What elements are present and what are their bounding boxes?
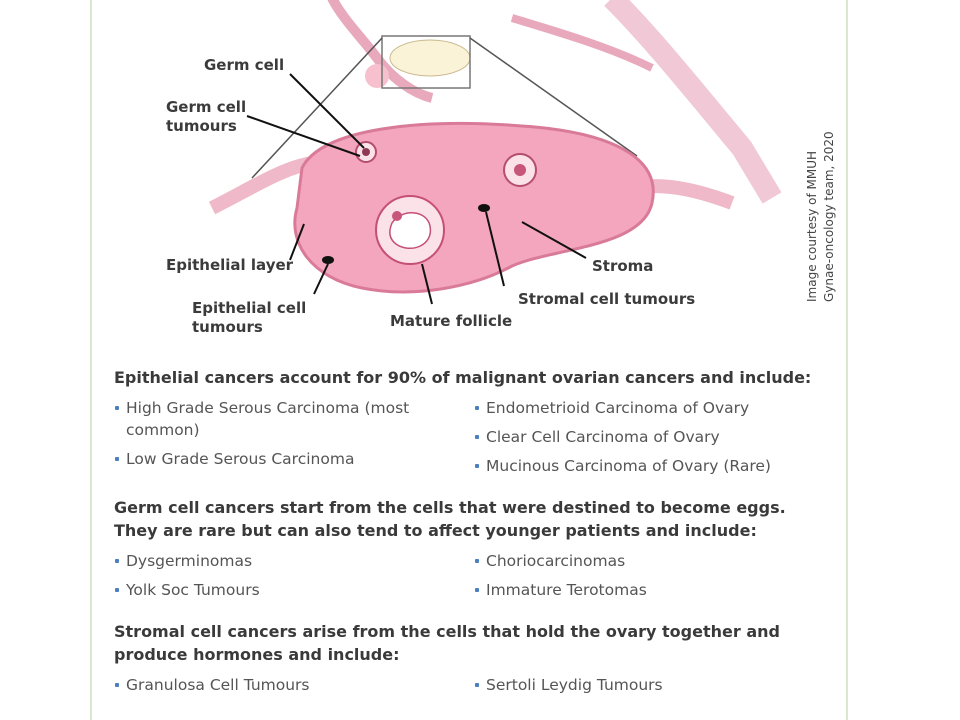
content-panel: Germ cell Germ cell tumours Epithelial l… — [90, 0, 848, 720]
list-item: Clear Cell Carcinoma of Ovary — [474, 426, 834, 448]
list-columns: High Grade Serous Carcinoma (most common… — [114, 397, 834, 484]
list-item: Low Grade Serous Carcinoma — [114, 448, 474, 470]
fimbriae — [365, 64, 389, 88]
ovary-diagram: Germ cell Germ cell tumours Epithelial l… — [92, 0, 850, 348]
cancer-types-text: Epithelial cancers account for 90% of ma… — [114, 366, 834, 715]
image-credit: Image courtesy of MMUH Gynae-oncology te… — [804, 62, 840, 302]
list-item: Endometrioid Carcinoma of Ovary — [474, 397, 834, 419]
list-item: Dysgerminomas — [114, 550, 474, 572]
list-column-left: High Grade Serous Carcinoma (most common… — [114, 397, 474, 484]
credit-line-1: Image courtesy of MMUH — [805, 150, 819, 302]
list-item: High Grade Serous Carcinoma (most common… — [114, 397, 474, 441]
list-item: Mucinous Carcinoma of Ovary (Rare) — [474, 455, 834, 477]
label-epithelial-cell-tumours: Epithelial cell tumours — [192, 299, 307, 336]
ligament — [510, 14, 654, 72]
label-germ-cell-tumours: Germ cell tumours — [166, 98, 247, 135]
section-heading: Epithelial cancers account for 90% of ma… — [114, 368, 812, 387]
list-item: Yolk Soc Tumours — [114, 579, 474, 601]
list-column-right: Choriocarcinomas Immature Terotomas — [474, 550, 834, 608]
stromal-dot — [478, 204, 490, 212]
list-item: Sertoli Leydig Tumours — [474, 674, 834, 696]
uterus-edge — [604, 0, 782, 204]
list-column-right: Sertoli Leydig Tumours — [474, 674, 834, 703]
zoom-line-left — [251, 37, 383, 179]
ovary-illustration — [208, 0, 782, 305]
list-column-right: Endometrioid Carcinoma of Ovary Clear Ce… — [474, 397, 834, 484]
list-item: Choriocarcinomas — [474, 550, 834, 572]
list-item: Immature Terotomas — [474, 579, 834, 601]
section-germ-cell: Germ cell cancers start from the cells t… — [114, 496, 834, 608]
list-item: Granulosa Cell Tumours — [114, 674, 474, 696]
credit-line-2: Gynae-oncology team, 2020 — [822, 131, 836, 302]
section-heading: Stromal cell cancers arise from the cell… — [114, 622, 780, 664]
zoom-line-right — [469, 37, 638, 157]
inset-box — [381, 35, 471, 89]
list-columns: Dysgerminomas Yolk Soc Tumours Choriocar… — [114, 550, 834, 608]
section-heading: Germ cell cancers start from the cells t… — [114, 498, 786, 540]
list-column-left: Granulosa Cell Tumours — [114, 674, 474, 703]
fallopian-tube — [327, 0, 434, 103]
label-mature-follicle: Mature follicle — [390, 312, 513, 330]
label-stromal-cell-tumours: Stromal cell tumours — [518, 290, 696, 308]
label-epithelial-layer: Epithelial layer — [166, 256, 294, 274]
section-stromal: Stromal cell cancers arise from the cell… — [114, 620, 834, 703]
label-stroma: Stroma — [592, 257, 654, 275]
list-column-left: Dysgerminomas Yolk Soc Tumours — [114, 550, 474, 608]
epithelial-dot — [322, 256, 334, 264]
small-ovary — [389, 39, 471, 77]
label-germ-cell: Germ cell — [204, 56, 285, 74]
section-epithelial: Epithelial cancers account for 90% of ma… — [114, 366, 834, 484]
list-columns: Granulosa Cell Tumours Sertoli Leydig Tu… — [114, 674, 834, 703]
